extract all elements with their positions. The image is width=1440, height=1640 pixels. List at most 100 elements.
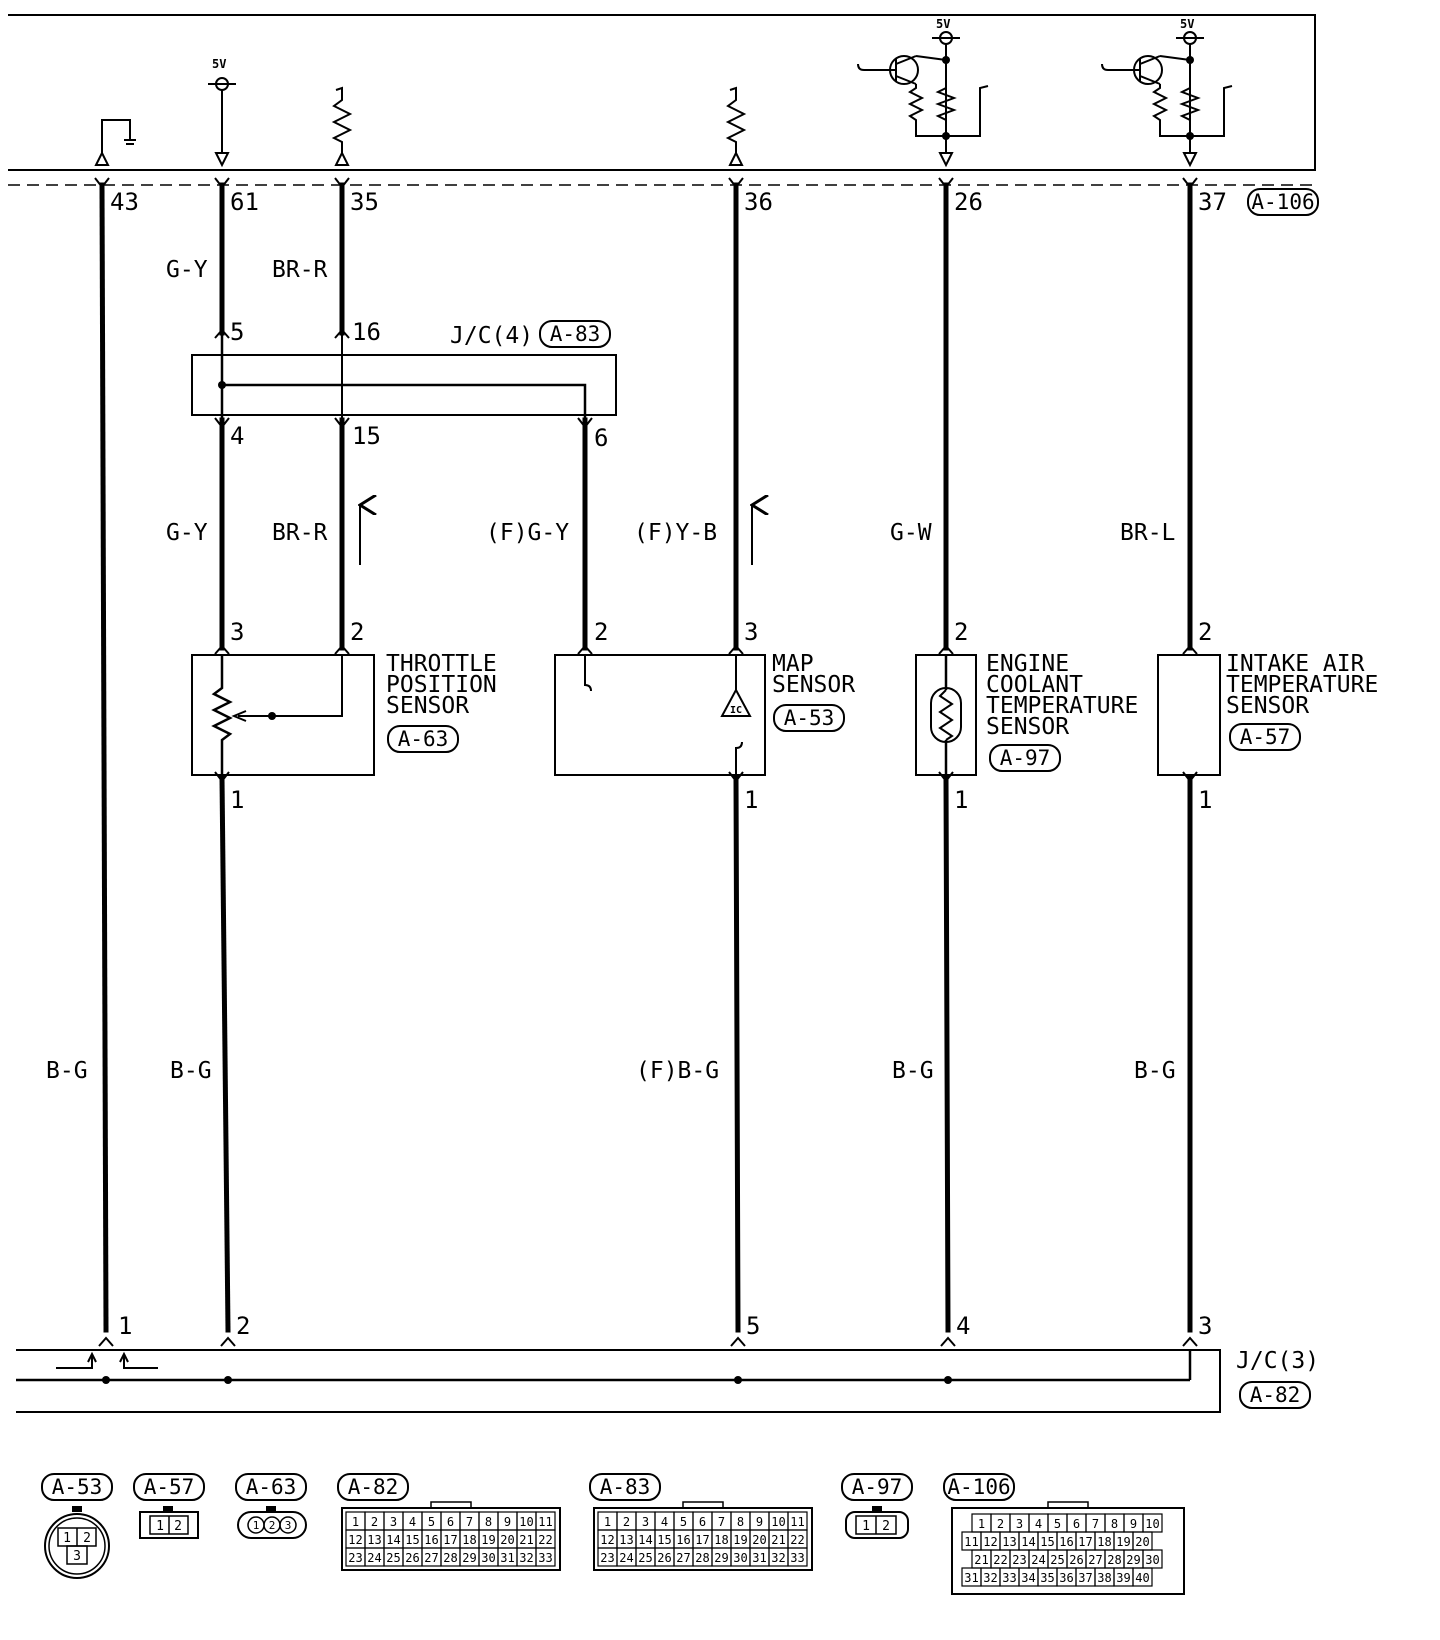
connector-lock xyxy=(682,1501,724,1509)
cavity-number: 27 xyxy=(424,1551,438,1565)
jc3-pin-1: 1 xyxy=(118,1312,132,1340)
cavity-number: 16 xyxy=(424,1533,438,1547)
cavity-number: 12 xyxy=(600,1533,614,1547)
intake-air-temperature-sensor xyxy=(1157,654,1221,776)
map-sensor: IC xyxy=(554,654,766,776)
cavity-number: 9 xyxy=(756,1515,763,1529)
junction-connector-4 xyxy=(191,333,617,420)
cavity-number: 35 xyxy=(1040,1571,1054,1585)
junction-dot xyxy=(942,132,950,140)
cavity-number: 29 xyxy=(1126,1553,1140,1567)
cavity-number: 12 xyxy=(983,1535,997,1549)
cavity-number: 23 xyxy=(348,1551,362,1565)
jc4-connector-tag: A-83 xyxy=(539,320,611,348)
cavity-number: 27 xyxy=(676,1551,690,1565)
iat-name-line: INTAKE AIR xyxy=(1226,651,1365,677)
tps-name-line: THROTTLE xyxy=(386,651,497,677)
cavity-number: 10 xyxy=(519,1515,533,1529)
cavity-number: 11 xyxy=(538,1515,552,1529)
cavity-number: 24 xyxy=(619,1551,633,1565)
jc4-pin-16: 16 xyxy=(352,318,381,346)
cavity-number: 2 xyxy=(623,1515,630,1529)
ect-name-line: ENGINE xyxy=(986,651,1069,677)
tps-name-line: POSITION xyxy=(386,672,497,698)
cavity-number: 21 xyxy=(974,1553,988,1567)
map-pin-3: 3 xyxy=(744,618,758,646)
connector-view-a-63: A-63 1 2 3 xyxy=(235,1473,307,1539)
ect-name-line: TEMPERATURE xyxy=(986,693,1138,719)
ecm-pin-43: 43 xyxy=(110,188,139,216)
cavity-number: 13 xyxy=(367,1533,381,1547)
cavity-number: 1 xyxy=(604,1515,611,1529)
cavity-number: 27 xyxy=(1088,1553,1102,1567)
ecm-pin-26: 26 xyxy=(954,188,983,216)
cavity-number: 8 xyxy=(737,1515,744,1529)
cavity-number: 2 xyxy=(371,1515,378,1529)
cavity-number: 32 xyxy=(771,1551,785,1565)
cavity-number: 13 xyxy=(1002,1535,1016,1549)
cavity-number: 22 xyxy=(993,1553,1007,1567)
jc3-pin-5: 5 xyxy=(746,1312,760,1340)
cavity-number: 38 xyxy=(1097,1571,1111,1585)
ect-pin-1: 1 xyxy=(954,786,968,814)
map-name-line: SENSOR xyxy=(772,672,855,698)
ecm-pin-35: 35 xyxy=(350,188,379,216)
junction-dot xyxy=(944,1376,952,1384)
ecm-temp-circuit-26 xyxy=(857,31,989,168)
jc3-pin-3: 3 xyxy=(1198,1312,1212,1340)
cavity-number: 16 xyxy=(1059,1535,1073,1549)
svg-text:A-63: A-63 xyxy=(398,727,449,751)
ecm-temp-circuit-37 xyxy=(1101,31,1233,168)
cavity-number: 25 xyxy=(386,1551,400,1565)
cavity-number: 30 xyxy=(1145,1553,1159,1567)
tps-name-line: SENSOR xyxy=(386,693,469,719)
cavity-number: 25 xyxy=(1050,1553,1064,1567)
cavity-number: 30 xyxy=(481,1551,495,1565)
map-pin-2: 2 xyxy=(594,618,608,646)
svg-text:A-83: A-83 xyxy=(600,1475,651,1499)
cavity-number: 17 xyxy=(695,1533,709,1547)
ic-symbol: IC xyxy=(730,705,742,716)
cavity-number: 17 xyxy=(443,1533,457,1547)
voltage-label: 5V xyxy=(936,17,950,31)
junction-dot xyxy=(1186,56,1194,64)
ect-connector-tag: A-97 xyxy=(989,744,1061,772)
cavity-number: 20 xyxy=(500,1533,514,1547)
engine-coolant-temperature-sensor xyxy=(915,654,977,776)
wire-color-label: BR-L xyxy=(1120,520,1175,546)
cavity-number: 7 xyxy=(466,1515,473,1529)
svg-text:1: 1 xyxy=(156,1519,164,1534)
cavity-number: 18 xyxy=(1097,1535,1111,1549)
svg-text:A-82: A-82 xyxy=(1250,1383,1301,1407)
svg-text:1: 1 xyxy=(862,1519,870,1534)
cavity-number: 23 xyxy=(1012,1553,1026,1567)
cavity-number: 22 xyxy=(790,1533,804,1547)
svg-text:A-83: A-83 xyxy=(550,322,601,346)
cavity-number: 8 xyxy=(485,1515,492,1529)
jc4-pin-4: 4 xyxy=(230,422,244,450)
cavity-number: 26 xyxy=(405,1551,419,1565)
cavity-number: 33 xyxy=(790,1551,804,1565)
ect-name-line: COOLANT xyxy=(986,672,1083,698)
cavity-number: 37 xyxy=(1078,1571,1092,1585)
svg-text:1: 1 xyxy=(63,1531,71,1546)
svg-text:2: 2 xyxy=(83,1531,91,1546)
cavity-number: 29 xyxy=(714,1551,728,1565)
svg-text:2: 2 xyxy=(269,1519,276,1532)
wire-color-label: B-G xyxy=(46,1058,88,1084)
cavity-number: 11 xyxy=(790,1515,804,1529)
cavity-number: 14 xyxy=(386,1533,400,1547)
cavity xyxy=(1132,1567,1153,1587)
tps-pin-2: 2 xyxy=(350,618,364,646)
cavity-number: 14 xyxy=(638,1533,652,1547)
cavity-number: 1 xyxy=(352,1515,359,1529)
wire-harness xyxy=(99,182,1193,1333)
tps-pin-3: 3 xyxy=(230,618,244,646)
svg-text:A-53: A-53 xyxy=(784,706,835,730)
ecm-pin-61: 61 xyxy=(230,188,259,216)
cavity-number: 14 xyxy=(1021,1535,1035,1549)
cavity-number: 17 xyxy=(1078,1535,1092,1549)
